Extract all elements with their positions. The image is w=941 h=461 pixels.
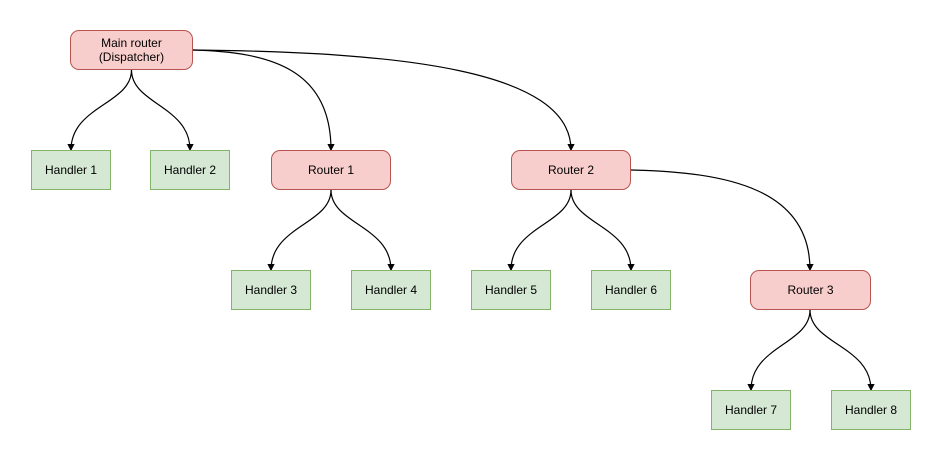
node-label-main-router: Main router (Dispatcher) [98,36,165,64]
node-label-router-2: Router 2 [547,163,595,177]
node-label-handler-3: Handler 3 [244,283,298,297]
edge-router-3-to-handler-7 [747,309,811,392]
node-handler-8[interactable]: Handler 8 [831,390,911,430]
node-label-handler-4: Handler 4 [364,283,418,297]
edge-router-2-to-handler-5 [507,189,572,272]
node-handler-3[interactable]: Handler 3 [231,270,311,310]
node-label-router-1: Router 1 [307,163,355,177]
edge-router-3-to-handler-8 [809,309,875,392]
node-label-handler-8: Handler 8 [844,403,898,417]
node-label-handler-7: Handler 7 [724,403,778,417]
node-handler-6[interactable]: Handler 6 [591,270,671,310]
node-handler-4[interactable]: Handler 4 [351,270,431,310]
node-label-handler-2: Handler 2 [163,163,217,177]
node-label-handler-1: Handler 1 [44,163,98,177]
edge-main-to-router-1 [192,49,335,152]
edge-main-to-router-2 [192,49,575,152]
edge-router-1-to-handler-4 [330,189,395,272]
edge-router-2-to-handler-6 [570,189,635,272]
node-router-3[interactable]: Router 3 [750,270,871,310]
edge-group [67,49,875,392]
node-main-router[interactable]: Main router (Dispatcher) [70,30,193,70]
node-label-handler-6: Handler 6 [604,283,658,297]
node-router-2[interactable]: Router 2 [511,150,631,190]
node-label-handler-5: Handler 5 [484,283,538,297]
edge-main-to-handler-2 [130,69,194,152]
node-router-1[interactable]: Router 1 [271,150,391,190]
edge-router-2-to-router-3 [630,169,814,272]
node-label-router-3: Router 3 [787,283,834,297]
node-handler-5[interactable]: Handler 5 [471,270,551,310]
node-handler-7[interactable]: Handler 7 [711,390,791,430]
edge-main-to-handler-1 [67,69,133,152]
node-handler-2[interactable]: Handler 2 [150,150,230,190]
edge-router-1-to-handler-3 [267,189,332,272]
node-handler-1[interactable]: Handler 1 [31,150,111,190]
